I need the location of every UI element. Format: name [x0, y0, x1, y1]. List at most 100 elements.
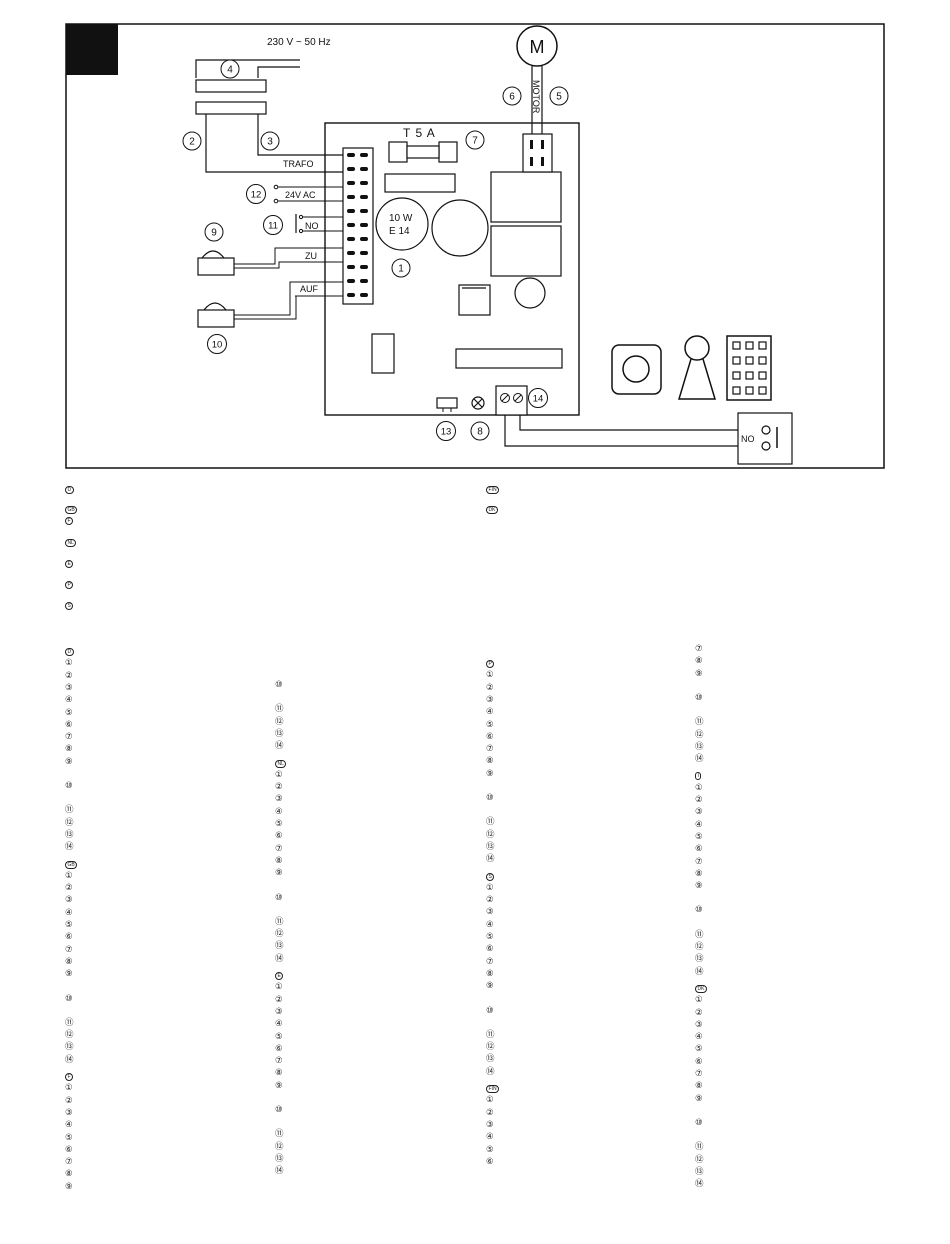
legend-item: ⑤ — [695, 1044, 703, 1055]
legend-item: ⑪ — [65, 1017, 74, 1028]
board-component-3 — [514, 277, 546, 309]
legend-item: ⑨ — [65, 756, 73, 767]
label-no: NO — [305, 221, 319, 231]
callout-10: 10 — [212, 340, 223, 351]
terminal-pin — [347, 237, 355, 241]
legend-item: ⑬ — [65, 1042, 74, 1053]
legend-item: ① — [695, 782, 703, 793]
fuse-holder-left — [388, 141, 408, 163]
legend-item: ⑪ — [486, 817, 495, 828]
legend-item: ⑧ — [65, 1169, 73, 1180]
callout-11: 11 — [268, 221, 278, 232]
terminal-pin — [360, 293, 368, 297]
callout-3: 3 — [267, 137, 273, 148]
relay-2 — [490, 225, 562, 277]
legend-item: ⑩ — [695, 1117, 703, 1128]
callout-12: 12 — [251, 190, 262, 201]
legend-flag-i: I — [695, 771, 702, 781]
callout-8-circle — [470, 421, 490, 441]
legend-item: ⑬ — [275, 941, 284, 952]
keypad-key — [745, 341, 754, 350]
legend-item: ③ — [486, 1119, 494, 1130]
legend-item: ⑤ — [695, 831, 703, 842]
callout-13: 13 — [441, 427, 452, 438]
legend-item: ② — [275, 994, 283, 1005]
keypad-key — [732, 371, 741, 380]
terminal-pin — [360, 251, 368, 255]
legend-item: ⑭ — [695, 1179, 704, 1190]
legend-item: ① — [65, 870, 73, 881]
legend-item: ⑫ — [695, 942, 704, 952]
keypad-key — [745, 356, 754, 365]
board-component-4 — [371, 333, 395, 374]
wiring-diagram: 230 V ~ 50 Hz TRAFO 24V AC NO ZU AUF T 5… — [65, 23, 885, 469]
legend-flag-f: F — [65, 1072, 74, 1081]
callout-1: 1 — [398, 264, 404, 275]
terminal-pin — [347, 167, 355, 171]
legend-item: ⑭ — [275, 741, 284, 752]
board-component-5 — [455, 348, 563, 369]
legend-item: ② — [275, 782, 283, 793]
keypad-keys — [732, 341, 767, 395]
legend-flag-e: E — [65, 559, 74, 568]
legend-item: ③ — [695, 1019, 703, 1030]
legend-item: ⑫ — [695, 729, 704, 740]
pushbutton-zu-cap — [201, 250, 225, 259]
legend-item: ⑫ — [275, 716, 284, 727]
transformer-secondary — [195, 101, 267, 115]
callout-8: 8 — [477, 427, 483, 438]
legend-item: ④ — [486, 707, 494, 718]
callout-6-circle — [502, 86, 522, 106]
lamp-label-1: 10 W — [389, 213, 413, 224]
terminal-pin — [360, 195, 368, 199]
legend-item: ④ — [65, 695, 73, 706]
legend-item: ⑧ — [275, 1068, 283, 1079]
legend-item: ⑫ — [65, 817, 74, 828]
label-zu: ZU — [305, 251, 317, 261]
label-24v-ac: 24V AC — [285, 190, 316, 200]
legend-item: ⑫ — [65, 1030, 74, 1041]
legend-item: ⑧ — [65, 744, 73, 755]
legend-item: ③ — [275, 1006, 283, 1017]
key-switch-icon — [684, 335, 710, 361]
switch-label: NO — [741, 434, 755, 444]
legend-item: ⑦ — [695, 644, 703, 654]
keypad-key — [745, 386, 754, 395]
legend-item: ⑨ — [486, 981, 494, 992]
diagram-frame — [65, 23, 885, 469]
legend-item: ② — [65, 1095, 73, 1106]
legend-item: ① — [275, 982, 283, 993]
legend-item: ⑬ — [275, 728, 284, 739]
legend-item: ⑨ — [65, 1181, 73, 1192]
legend-item: ⑧ — [486, 968, 494, 979]
legend-item: ⑥ — [486, 1156, 494, 1167]
motor-symbol: M — [530, 37, 545, 57]
callout-4-circle — [220, 59, 240, 79]
motor-icon — [516, 25, 558, 67]
legend-flag-fin: FIN — [486, 1084, 500, 1093]
legend-flag-dk: DK — [695, 984, 707, 993]
legend-item: ⑦ — [65, 732, 73, 743]
callout-5-circle — [549, 86, 569, 106]
callout-7: 7 — [472, 136, 478, 147]
legend-item: ⑤ — [65, 920, 73, 930]
legend-item: ⑤ — [486, 719, 494, 730]
terminal-strip — [342, 147, 374, 305]
callout-9: 9 — [211, 228, 217, 239]
legend-item: ⑤ — [486, 932, 494, 942]
legend-flag-nl: NL — [275, 759, 287, 768]
terminal-pin — [347, 293, 355, 297]
legend-item: ② — [486, 682, 494, 693]
legend-item: ⑩ — [695, 692, 703, 703]
legend-item: ① — [695, 995, 703, 1006]
figure-marker-block — [66, 24, 118, 75]
legend-item: ⑫ — [275, 1141, 284, 1152]
lamp-label-2: E 14 — [389, 226, 410, 237]
legend-flag-fin: FIN — [486, 485, 500, 494]
wall-button-icon — [611, 344, 662, 395]
legend-item: ⑨ — [65, 969, 73, 980]
legend-item: ⑥ — [65, 932, 73, 943]
terminal-pin — [347, 195, 355, 199]
keypad-key — [732, 341, 741, 350]
legend-item: ③ — [65, 1107, 73, 1118]
